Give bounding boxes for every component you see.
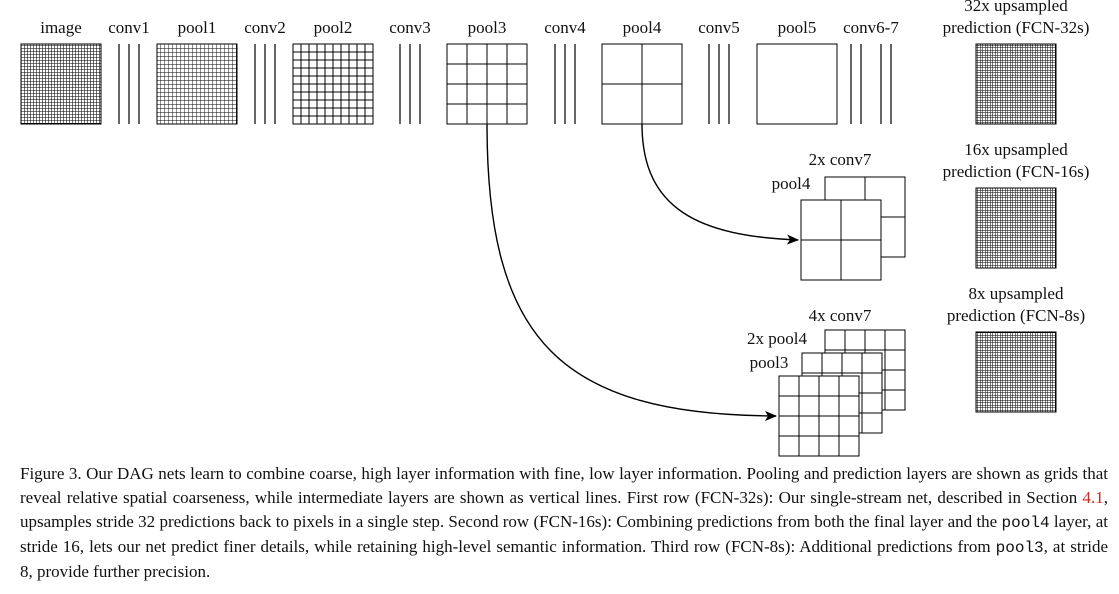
fcn32-label-line2: prediction (FCN-32s) bbox=[943, 18, 1090, 37]
caption-text-4: , at stride 8, provide further precision… bbox=[20, 537, 1108, 581]
fcn16-label-line1: 16x upsampled bbox=[964, 140, 1068, 159]
label-conv3: conv3 bbox=[389, 18, 431, 37]
pool3-grid bbox=[446, 43, 528, 125]
label-conv5: conv5 bbox=[698, 18, 740, 37]
label-conv67: conv6-7 bbox=[843, 18, 899, 37]
fusion8-pool3-grid bbox=[778, 375, 860, 457]
conv4-lines bbox=[554, 44, 576, 124]
fusion8-conv7-label: 4x conv7 bbox=[809, 306, 872, 325]
conv1-lines bbox=[118, 44, 140, 124]
fusion8-pool3-label: pool3 bbox=[750, 353, 789, 372]
fcn-architecture-diagram: image conv1 pool1 conv2 pool2 conv3 pool… bbox=[20, 0, 1090, 457]
caption-code-pool3: pool3 bbox=[995, 539, 1044, 557]
caption-code-pool4: pool4 bbox=[1001, 514, 1050, 532]
figure-caption: Figure 3. Our DAG nets learn to combine … bbox=[20, 462, 1108, 584]
fusion16-pool4-label: pool4 bbox=[772, 174, 811, 193]
fcn8-label-line2: prediction (FCN-8s) bbox=[947, 306, 1085, 325]
label-image: image bbox=[40, 18, 82, 37]
fcn32-prediction-grid bbox=[975, 43, 1057, 125]
fcn8-prediction-grid bbox=[975, 331, 1057, 413]
pool2-grid bbox=[292, 43, 374, 125]
fcn16-label-line2: prediction (FCN-16s) bbox=[943, 162, 1090, 181]
label-pool2: pool2 bbox=[314, 18, 353, 37]
caption-text-2: , upsamples stride 32 predictions back t… bbox=[20, 488, 1108, 531]
label-pool1: pool1 bbox=[178, 18, 217, 37]
conv5-lines bbox=[708, 44, 730, 124]
caption-text-1: Figure 3. Our DAG nets learn to combine … bbox=[20, 464, 1108, 507]
fusion8-pool4-label: 2x pool4 bbox=[747, 329, 807, 348]
section-reference-link[interactable]: 4.1 bbox=[1082, 488, 1104, 507]
fusion16-conv7-label: 2x conv7 bbox=[809, 150, 872, 169]
pool5-box bbox=[756, 43, 838, 125]
pool1-grid bbox=[156, 43, 238, 125]
conv67-lines bbox=[850, 44, 892, 124]
conv2-lines bbox=[254, 44, 276, 124]
image-grid bbox=[20, 43, 102, 125]
pool4-grid bbox=[601, 43, 683, 125]
pool4-to-fcn16-arrow bbox=[641, 123, 799, 245]
fcn32-label-line1: 32x upsampled bbox=[964, 0, 1068, 15]
label-conv2: conv2 bbox=[244, 18, 286, 37]
label-conv4: conv4 bbox=[544, 18, 586, 37]
label-conv1: conv1 bbox=[108, 18, 150, 37]
conv3-lines bbox=[399, 44, 421, 124]
label-pool3: pool3 bbox=[468, 18, 507, 37]
caption-text-3: layer, at stride 16, lets our net predic… bbox=[20, 512, 1108, 556]
label-pool4: pool4 bbox=[623, 18, 662, 37]
fusion16-pool4-grid bbox=[800, 199, 882, 281]
fcn16-prediction-grid bbox=[975, 187, 1057, 269]
pool3-to-fcn8-arrow bbox=[486, 123, 777, 421]
label-pool5: pool5 bbox=[778, 18, 817, 37]
fcn8-label-line1: 8x upsampled bbox=[969, 284, 1064, 303]
